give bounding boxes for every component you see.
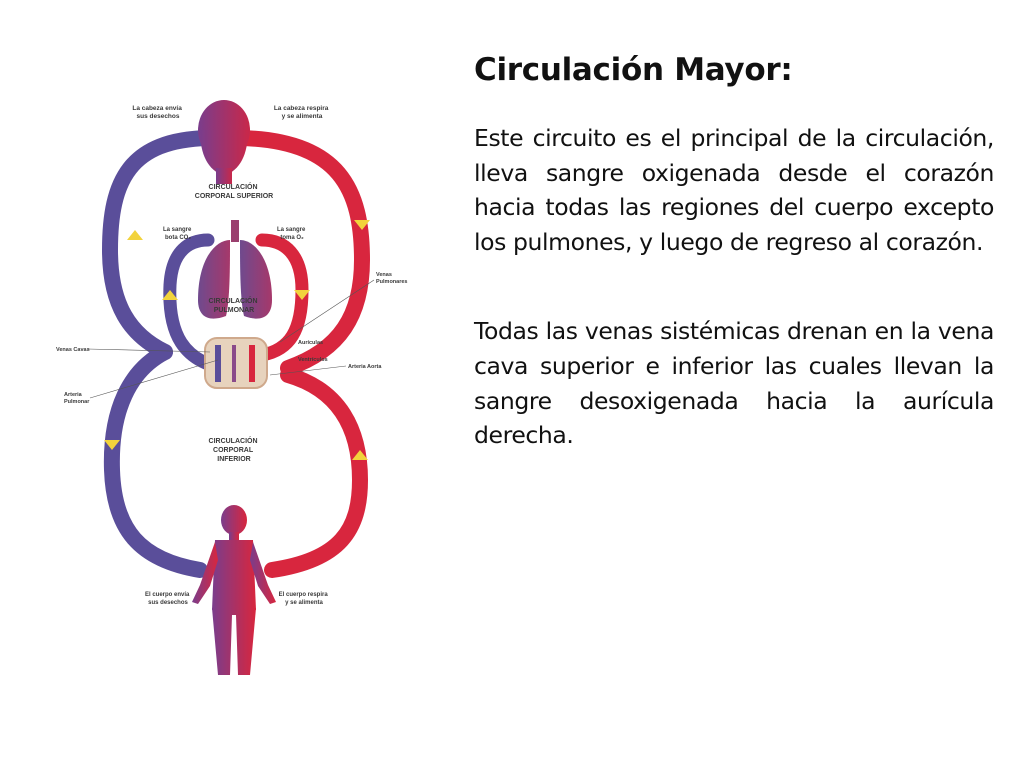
label-lung-left: La sangre bota CO₂ [163, 227, 193, 241]
leader-line [89, 359, 219, 399]
label-lung-right: La sangre toma O₂ [277, 227, 307, 241]
flow-arrow [354, 220, 370, 230]
label-head-right: La cabeza respira y se alimenta [274, 105, 330, 120]
label-upper-circuit: CIRCULACIÓN CORPORAL SUPERIOR [195, 182, 273, 200]
label-auricles: Aurículas [298, 340, 323, 346]
body-figure [192, 505, 276, 675]
flow-arrow [162, 290, 178, 300]
head-figure [198, 100, 250, 184]
slide-title: Circulación Mayor: [474, 52, 793, 88]
label-aorta: Arteria Aorta [348, 364, 382, 370]
heart-figure [204, 337, 268, 389]
flow-arrow [104, 440, 120, 450]
flow-arrow [352, 450, 368, 460]
lungs-figure [198, 220, 272, 319]
paragraph-venous-drainage: Todas las venas sistémicas drenan en la … [474, 317, 994, 450]
label-vena-cava: Venas Cavas [56, 347, 90, 353]
upper-arterial-vessel [232, 130, 371, 376]
lower-arterial-vessel [264, 367, 369, 578]
circulation-diagram: La cabeza envía sus desechos La cabeza r… [40, 90, 440, 690]
upper-venous-vessel [101, 130, 216, 360]
label-body-left: El cuerpo envía sus desechos [145, 592, 191, 606]
circulation-diagram-svg: La cabeza envía sus desechos La cabeza r… [56, 100, 407, 675]
label-body-right: El cuerpo respira y se alimenta [279, 592, 330, 606]
flow-arrow [127, 230, 143, 240]
paragraph-circuit-description: Este circuito es el principal de la circ… [474, 124, 994, 256]
label-pulmonary-veins: Venas Pulmonares [376, 272, 407, 285]
text-panel: Circulación Mayor: Este circuito es el p… [474, 52, 994, 453]
lower-venous-vessel [103, 344, 208, 578]
label-pulmonary-circuit: CIRCULACIÓN PULMONAR [209, 296, 260, 314]
leader-line [269, 365, 347, 376]
label-head-left: La cabeza envía sus desechos [132, 105, 183, 120]
leader-line [279, 279, 375, 343]
label-pulmonary-artery: Arteria Pulmonar [64, 392, 90, 405]
flow-arrow [294, 290, 310, 300]
label-lower-circuit: CIRCULACIÓN CORPORAL INFERIOR [209, 436, 260, 463]
leader-line [87, 348, 211, 353]
label-ventricles: Ventrículos [298, 357, 328, 363]
